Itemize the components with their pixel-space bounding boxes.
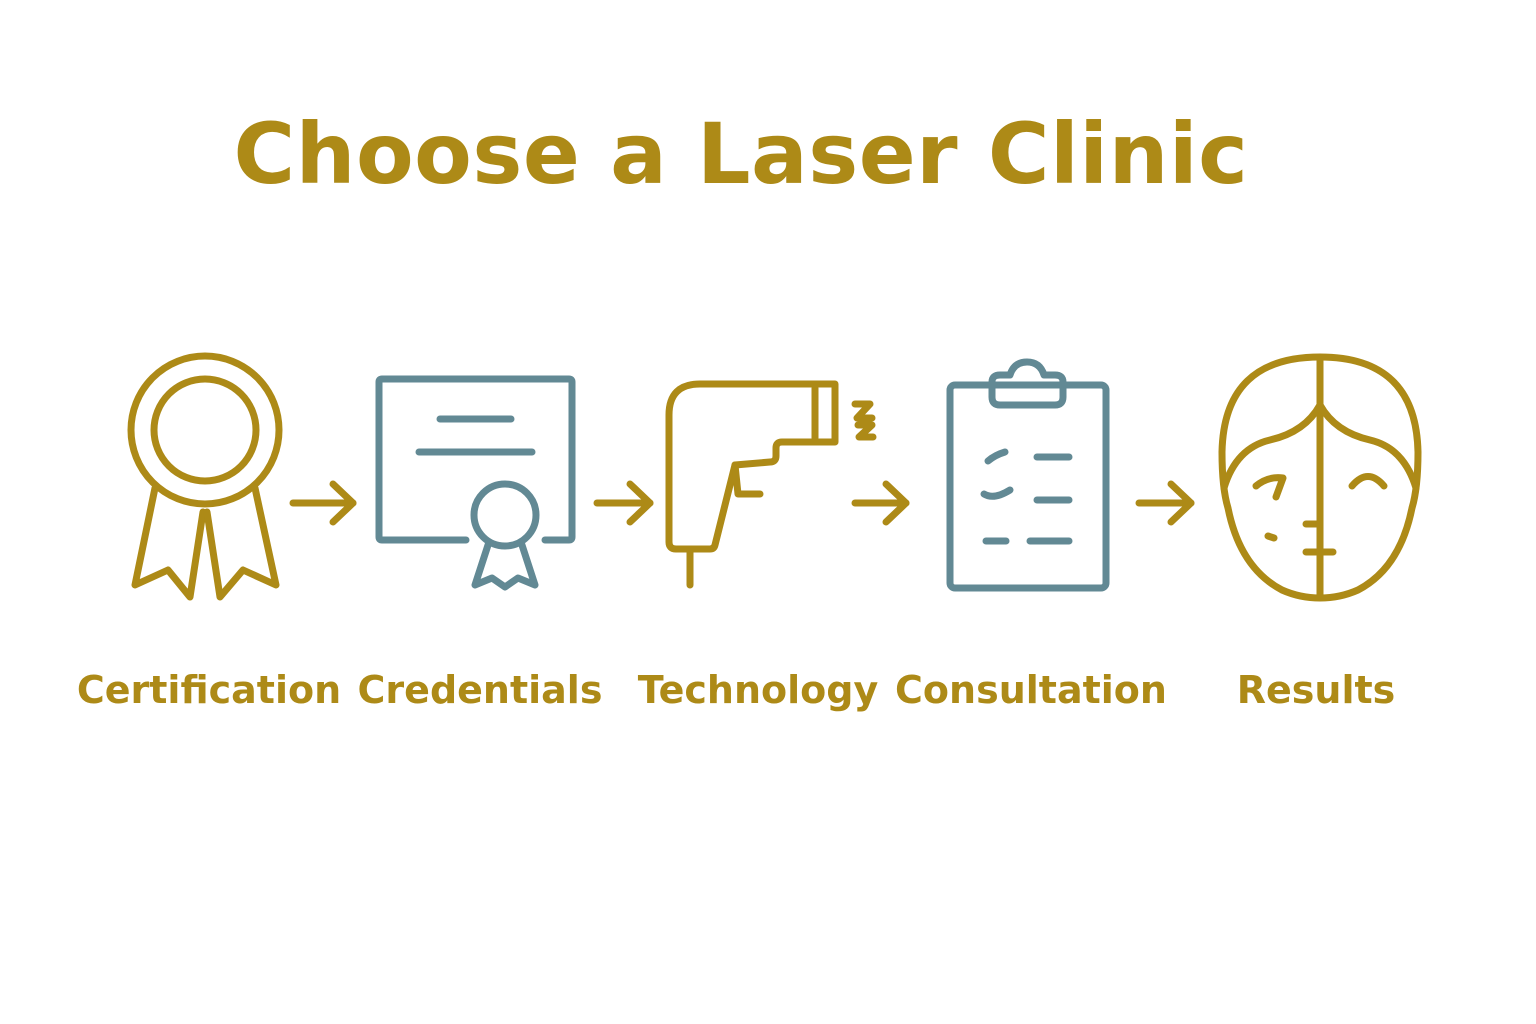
arrow-right-icon — [593, 480, 654, 526]
clipboard-checklist-icon — [946, 358, 1110, 592]
step-label-technology: Technology — [637, 668, 879, 712]
step-label-credentials: Credentials — [357, 668, 603, 712]
step-label-certification: Certification — [76, 668, 342, 712]
step-label-results: Results — [1236, 668, 1396, 712]
page-title: Choose a Laser Clinic — [233, 105, 1249, 203]
arrow-right-icon — [289, 480, 357, 526]
face-icon — [1218, 353, 1422, 602]
award-ribbon-icon — [127, 352, 283, 601]
arrow-right-icon — [851, 480, 910, 526]
certificate-icon — [375, 375, 576, 591]
laser-device-icon — [665, 380, 877, 589]
step-label-consultation: Consultation — [895, 668, 1167, 712]
arrow-right-icon — [1135, 480, 1195, 526]
